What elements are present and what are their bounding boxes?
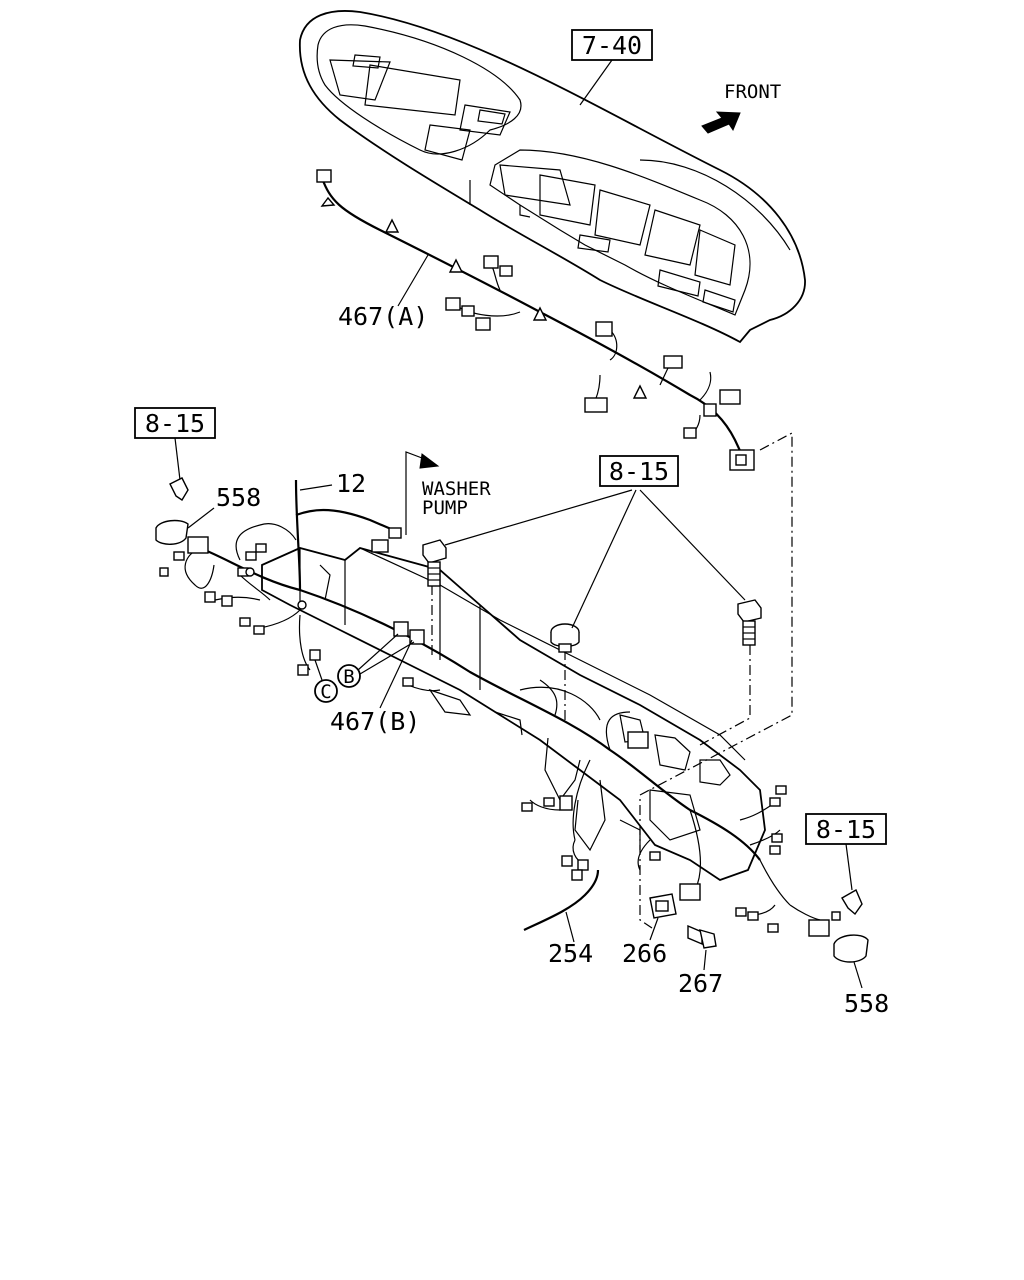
bracket-ref-right-callout: 8-15 <box>805 813 887 916</box>
cross-member-beam <box>261 547 766 881</box>
bolt-267-label: 267 <box>678 969 723 998</box>
clip-558-right-callout: 558 <box>833 934 889 1018</box>
wire-12-callout: 12 <box>299 469 366 498</box>
clip-left-icon <box>169 477 189 501</box>
harness-467b-label: 467(B) <box>330 707 420 736</box>
washer-label-line2: PUMP <box>422 497 468 519</box>
clip-558-left-icon <box>155 519 189 545</box>
part-266-label: 266 <box>622 939 667 968</box>
bracket-ref-left-callout: 8-15 <box>134 407 216 501</box>
bolt-left <box>422 539 447 587</box>
harness-467b <box>159 479 841 937</box>
bracket-ref-left-box <box>134 407 216 439</box>
front-arrow-icon <box>701 111 741 134</box>
connector-mark-b-label: B <box>343 666 354 688</box>
bracket-ref-right-box <box>805 813 887 845</box>
harness-467b-callout: 467(B) <box>330 639 420 736</box>
clip-right-icon <box>841 889 863 916</box>
dashboard-panel <box>299 10 806 344</box>
bracket-ref-right-label: 8-15 <box>816 815 876 844</box>
harness-467a-callout: 467(A) <box>338 254 429 331</box>
connector-mark-c: C <box>314 659 338 703</box>
bracket-ref-center-callout: 8-15 <box>444 455 746 629</box>
mounting-bolts <box>422 539 762 653</box>
dashboard-ref-callout: 7-40 <box>571 29 653 106</box>
front-direction: FRONT <box>701 81 781 134</box>
clip-558-left-label: 558 <box>216 483 261 512</box>
dashboard-ref-label: 7-40 <box>582 31 642 60</box>
bracket-ref-left-label: 8-15 <box>145 409 205 438</box>
bolt-center <box>550 623 580 653</box>
clip-558-right-label: 558 <box>844 989 889 1018</box>
washer-pump-direction: WASHER PUMP <box>405 451 491 535</box>
front-label: FRONT <box>724 81 781 103</box>
cable-254: 254 <box>523 869 600 968</box>
washer-label-line1: WASHER <box>422 478 491 500</box>
bolt-right <box>737 599 762 646</box>
connector-mark-c-label: C <box>320 681 331 703</box>
connection-guides <box>431 432 793 929</box>
connector-mark-b: B <box>337 633 415 688</box>
bracket-ref-center-label: 8-15 <box>609 457 669 486</box>
washer-arrow-icon <box>419 453 440 469</box>
wire-12-label: 12 <box>336 469 366 498</box>
part-266: 266 <box>622 893 677 968</box>
clip-558-left-callout: 558 <box>155 483 261 545</box>
clip-558-right-icon <box>833 934 869 963</box>
harness-467a-label: 467(A) <box>338 302 428 331</box>
bolt-267: 267 <box>678 924 723 998</box>
cable-254-label: 254 <box>548 939 593 968</box>
bracket-ref-center-box <box>599 455 679 487</box>
harness-467a <box>316 169 755 471</box>
